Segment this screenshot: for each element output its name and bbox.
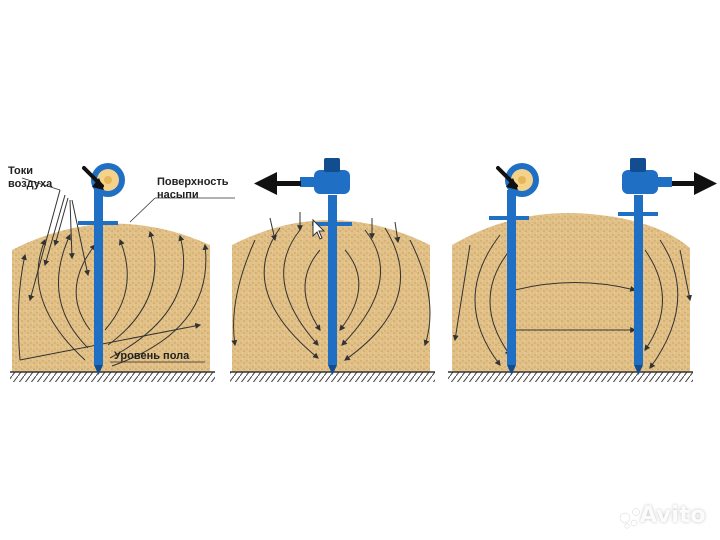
panel-3-horizontal-flow (448, 158, 717, 382)
panel-2-blowing-into-pile (230, 158, 435, 382)
surface-label: Поверхность насыпи (157, 176, 229, 202)
panel-1-suction-from-pile (10, 163, 235, 382)
surface-label-line1: Поверхность (157, 176, 229, 188)
floor-1 (10, 372, 215, 382)
air-flow-lines-2 (231, 212, 431, 361)
air-currents-label-line1: Токи (8, 165, 34, 177)
avito-watermark: Avito (640, 503, 706, 528)
arrow-left-icon (254, 172, 301, 195)
aerator-3-intake (489, 163, 539, 375)
floor-level-label-text: Уровень пола (114, 350, 190, 362)
cursor-icon (312, 218, 326, 240)
air-flow-lines-3 (452, 234, 693, 369)
floor-3 (448, 372, 693, 382)
air-currents-label: Токи воздуха (8, 165, 52, 191)
air-flow-lines-1 (17, 189, 209, 367)
arrow-right-icon (672, 172, 717, 195)
aerator-1 (78, 163, 125, 375)
avito-watermark-text: Avito (639, 503, 706, 528)
aerator-2 (300, 158, 352, 375)
grain-pile-3 (452, 213, 690, 372)
avito-logo-icon (619, 508, 640, 529)
floor-level-label: Уровень пола (114, 350, 189, 363)
aerator-3-exhaust (618, 158, 672, 375)
floor-2 (230, 372, 435, 382)
surface-label-line2: насыпи (157, 189, 199, 201)
air-currents-label-line2: воздуха (8, 178, 53, 190)
